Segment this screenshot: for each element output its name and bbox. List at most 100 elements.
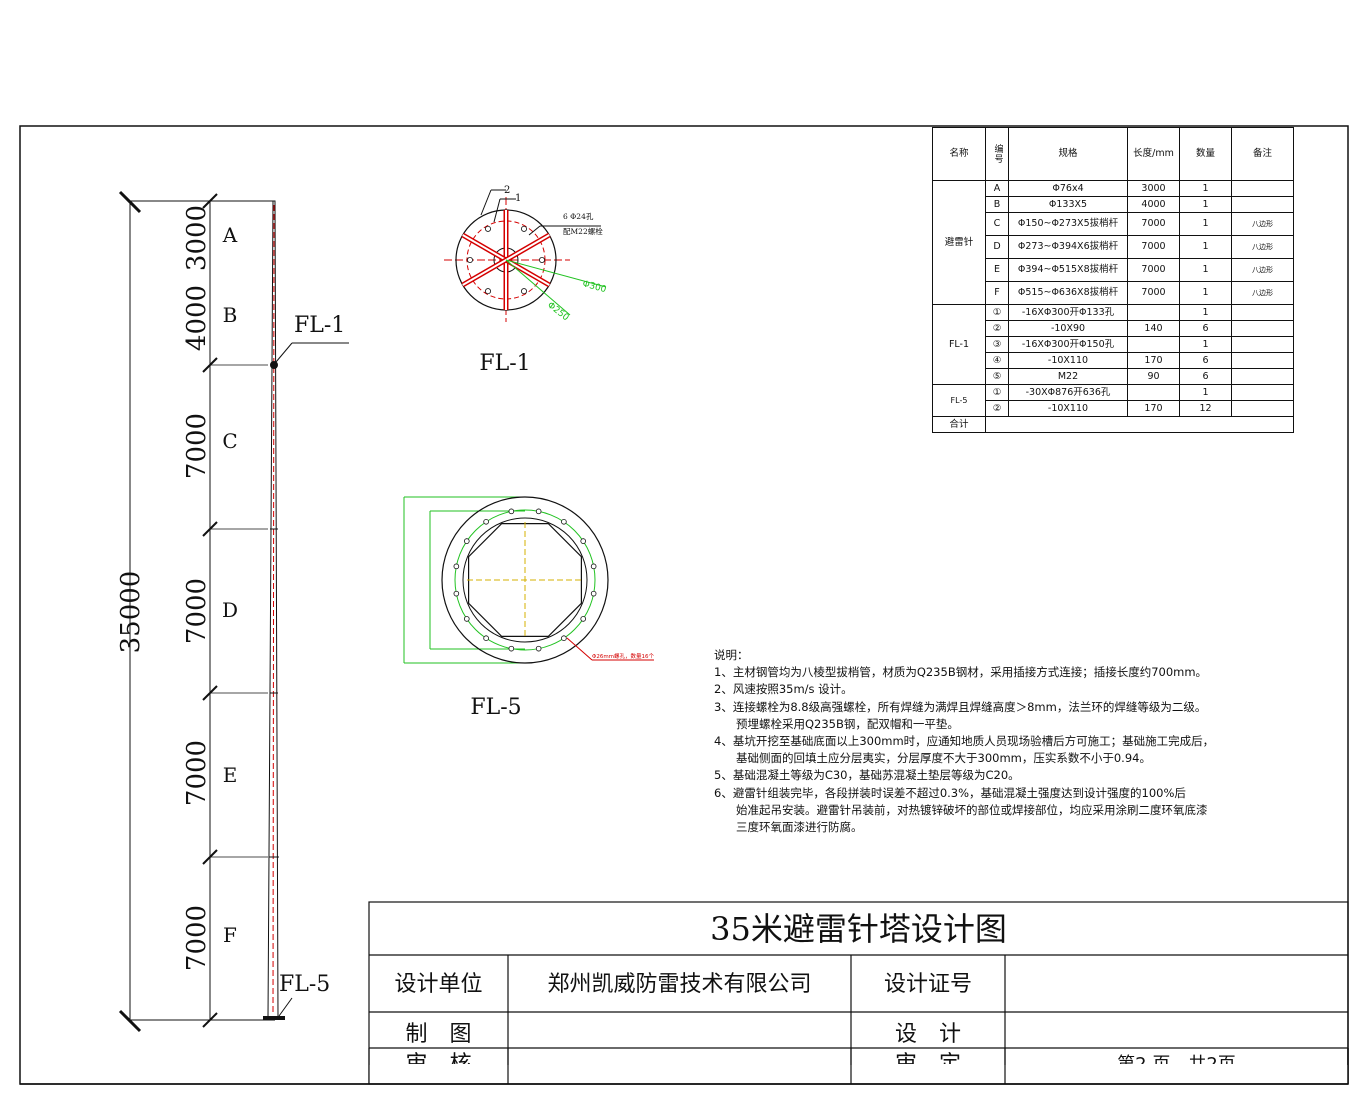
segment-e-code: E [223, 763, 238, 787]
bom-cell [1231, 196, 1294, 213]
bom-cell: 140 [1127, 320, 1180, 337]
fl5-bolt-hole [463, 538, 470, 544]
bom-cell: 170 [1127, 352, 1180, 369]
bom-group-name: 避雷针 [932, 180, 986, 305]
bom-cell: A [985, 180, 1009, 197]
bom-cell: ① [985, 384, 1009, 401]
segment-b-length: 4000 [182, 285, 212, 351]
segment-d-length: 7000 [182, 578, 212, 644]
overall-height-label: 35000 [116, 571, 146, 654]
note-line: 1、主材钢管均为八棱型拔梢管，材质为Q235B钢材，采用插接方式连接；插接长度约… [714, 665, 1208, 680]
note-line: 5、基础混凝土等级为C30，基础苏混凝土垫层等级为C20。 [714, 768, 1020, 783]
bom-cell: -10X110 [1008, 400, 1128, 417]
mast-base-plate [263, 1016, 285, 1020]
bom-cell: 八边形 [1231, 235, 1294, 259]
bom-group-name: FL-5 [932, 384, 986, 417]
bom-cell: F [985, 281, 1009, 305]
fl5-bolt-hole [580, 616, 587, 622]
bom-cell: E [985, 258, 1009, 282]
fl1-flange-mark [270, 361, 278, 369]
drawn-label: 制 图 [405, 1022, 472, 1047]
note-line: 基础侧面的回填土应分层夷实，分层厚度不大于300mm，压实系数不小于0.94。 [736, 751, 1151, 766]
fl5-bolt-hole [453, 590, 460, 597]
bom-cell: 八边形 [1231, 281, 1294, 305]
bom-cell: 12 [1179, 400, 1232, 417]
bom-cell: -10X90 [1008, 320, 1128, 337]
fl5-bolt-hole [483, 518, 489, 525]
bom-cell: Φ273~Φ394X6拔梢杆 [1008, 235, 1128, 259]
drawing-title: 35米避雷针塔设计图 [710, 910, 1007, 948]
fl1-dim-outer: Φ300 [581, 279, 607, 295]
fl1-dim-inner-line [505, 259, 571, 316]
fl1-bolt-note: 配M22螺栓 [563, 226, 603, 236]
fl1-bolt-hole [484, 288, 491, 295]
bom-cell: 八边形 [1231, 212, 1294, 236]
note-line: 6、避雷针组装完毕，各段拼装时误差不超过0.3%，基础混凝土强度达到设计强度的1… [714, 785, 1186, 800]
bom-cell: ② [985, 320, 1009, 337]
bom-cell: ③ [985, 336, 1009, 353]
bom-cell [1231, 304, 1294, 321]
bom-total-label: 合计 [932, 416, 986, 433]
designer-label: 设 计 [894, 1022, 961, 1047]
bom-cell: -10X110 [1008, 352, 1128, 369]
bom-cell: 八边形 [1231, 258, 1294, 282]
bom-cell: ① [985, 304, 1009, 321]
fl1-dim-inner: Φ250 [545, 300, 570, 323]
bom-cell: 1 [1179, 304, 1232, 321]
bom-cell [1231, 180, 1294, 197]
fl5-octagon-tube [468, 522, 583, 638]
bom-cell: 6 [1179, 352, 1232, 369]
fl5-bolt-note: Φ26mm螺孔，数量16个 [592, 652, 655, 660]
segment-f-code: F [223, 923, 237, 947]
bom-cell: Φ150~Φ273X5拔梢杆 [1008, 212, 1128, 236]
fl5-bolt-hole [580, 538, 587, 544]
bom-cell: 6 [1179, 320, 1232, 337]
fl5-detail-title: FL-5 [470, 695, 521, 720]
tower-elevation: 35000 3000 A 4000 B 7000 C 7000 D 7000 E… [116, 190, 349, 1033]
fl1-bolt-hole [466, 256, 473, 263]
fl5-bolt-hole [483, 635, 489, 642]
note-line: 3、连接螺栓为8.8级高强螺栓，所有焊缝为满焊且焊缝高度＞8mm，法兰环的焊缝等… [714, 699, 1207, 714]
fl5-inner-circle [462, 517, 588, 643]
note-line: 4、基坑开挖至基础底面以上300mm时，应通知地质人员现场验槽后方可施工；基础施… [714, 734, 1215, 749]
bom-group-name: FL-1 [932, 304, 986, 385]
bom-cell: ② [985, 400, 1009, 417]
bom-cell: 1 [1179, 180, 1232, 197]
bom-cell: Φ133X5 [1008, 196, 1128, 213]
fl1-leader [275, 342, 293, 363]
fl5-bolt-hole [453, 563, 460, 570]
notes-heading: 说明： [714, 648, 749, 662]
fl5-bolt-hole [590, 590, 597, 597]
bom-header-length: 长度/mm [1127, 127, 1180, 181]
bom-cell: 7000 [1127, 235, 1180, 259]
fl1-callout-1: 1 [515, 193, 521, 204]
segment-d-code: D [222, 598, 238, 622]
fl5-outer-circle [441, 496, 609, 664]
bom-cell: ⑤ [985, 368, 1009, 385]
fl5-bolt-circle [454, 509, 596, 651]
bom-cell [1231, 336, 1294, 353]
bom-cell [1231, 384, 1294, 401]
dimension-tick [118, 190, 142, 214]
fl1-bolt-hole [521, 288, 528, 295]
design-notes: 说明： 1、主材钢管均为八棱型拔梢管，材质为Q235B钢材，采用插接方式连接；插… [714, 647, 1314, 836]
bom-cell: 7000 [1127, 281, 1180, 305]
fl5-bolt-hole [508, 508, 515, 515]
bom-cell: 90 [1127, 368, 1180, 385]
bom-cell: 1 [1179, 212, 1232, 236]
fl5-bolt-hole [535, 508, 542, 515]
dimension-tick [118, 1009, 142, 1033]
fl5-bolt-hole [590, 563, 597, 570]
design-unit-label: 设计单位 [394, 972, 483, 997]
bom-cell [1231, 400, 1294, 417]
fl1-callout-2: 2 [504, 185, 510, 196]
bom-cell: 170 [1127, 400, 1180, 417]
bom-header-qty: 数量 [1179, 127, 1232, 181]
title-block-clip [369, 1065, 1348, 1083]
bom-cell: Φ515~Φ636X8拔梢杆 [1008, 281, 1128, 305]
segment-e-length: 7000 [182, 740, 212, 806]
page-label: 第2 页 共2页 [1005, 1052, 1348, 1064]
segment-c-length: 7000 [182, 413, 212, 479]
bom-cell: -16XΦ300开Φ150孔 [1008, 336, 1128, 353]
bom-cell: 6 [1179, 368, 1232, 385]
